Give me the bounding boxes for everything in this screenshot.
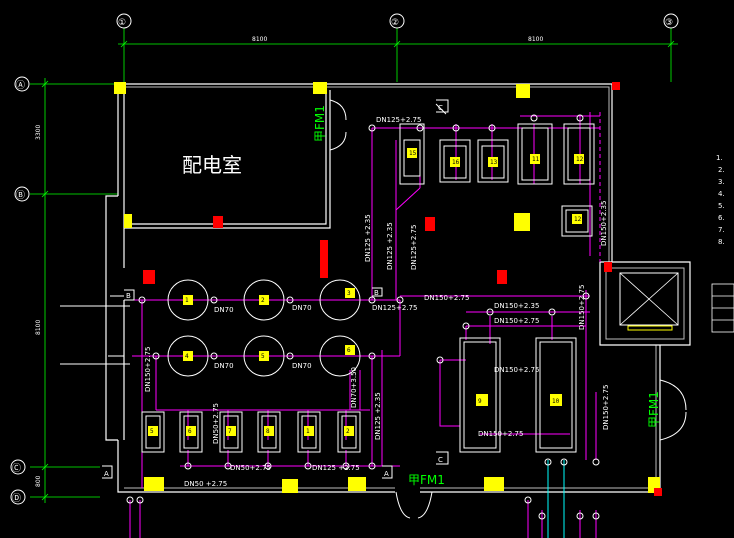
svg-text:DN125 +2.35: DN125 +2.35	[386, 222, 394, 270]
svg-text:A: A	[104, 470, 109, 478]
section-mark-labels: C B B A A C	[104, 104, 443, 478]
tanks: 1 2 3 4 5 6	[167, 279, 361, 377]
svg-text:DN150+2.35: DN150+2.35	[494, 302, 539, 310]
building-walls	[105, 83, 691, 493]
axis-bubble-2	[389, 13, 405, 29]
axis-label-b: Ⓑ	[16, 190, 25, 201]
svg-text:4.: 4.	[718, 190, 725, 198]
pump-tag-3: 7	[228, 428, 232, 435]
eq-tag-small: 12	[574, 216, 582, 223]
svg-text:DN150+2.35: DN150+2.35	[600, 201, 608, 246]
svg-text:1.: 1.	[716, 154, 723, 162]
eq-tag-9: 9	[478, 398, 482, 405]
svg-text:DN50 +2.75: DN50 +2.75	[184, 480, 227, 488]
pump-tag-6: 2	[346, 428, 350, 435]
svg-text:DN150+2.75: DN150+2.75	[478, 430, 523, 438]
axis-label-c: Ⓒ	[12, 463, 21, 474]
svg-text:DN70+3.50: DN70+3.50	[350, 367, 358, 408]
pump-tag-4: 8	[266, 428, 270, 435]
eq-tag-10: 10	[552, 398, 560, 405]
dim-left-2: 8100	[35, 320, 42, 335]
tank-tag-5: 5	[261, 353, 265, 360]
svg-text:6.: 6.	[718, 214, 725, 222]
svg-text:DN150+2.75: DN150+2.75	[424, 294, 469, 302]
door-label-right: 甲FM1	[647, 391, 661, 428]
equipment-units: 15 16 13 11 12 12 9 10 5 6 7	[141, 123, 595, 453]
svg-text:B: B	[374, 289, 379, 297]
top-axis-grid: ① ② ③ 8100 8100	[116, 13, 679, 82]
axis-label-1: ①	[118, 18, 126, 28]
svg-text:7.: 7.	[718, 226, 725, 234]
tank-tag-4: 4	[185, 353, 189, 360]
tank-tag-3: 3	[347, 290, 351, 297]
eq-tag-12: 12	[576, 156, 584, 163]
axis-bubble-c	[10, 459, 26, 475]
dim-top-2: 8100	[528, 36, 543, 43]
pipe-annotations: DN125+2.75 DN70 DN70 DN70 DN70 DN150+2.7…	[144, 116, 610, 488]
left-axis-grid: Ⓐ Ⓑ Ⓒ Ⓓ 3300 8100 800	[10, 76, 122, 505]
dim-top-1: 8100	[252, 36, 267, 43]
svg-text:DN125+2.75: DN125+2.75	[372, 304, 417, 312]
elevator-shaft	[619, 272, 679, 326]
svg-text:3.: 3.	[718, 178, 725, 186]
svg-text:C: C	[438, 104, 443, 112]
legend: 1. 2. 3. 4. 5. 6. 7. 8.	[711, 154, 734, 333]
dim-left-3: 800	[35, 475, 42, 487]
pump-tag-5: 1	[306, 428, 310, 435]
eq-tag-13: 13	[490, 159, 498, 166]
axis-bubble-b	[14, 186, 30, 202]
section-marks	[102, 99, 449, 479]
svg-text:DN125 +2.35: DN125 +2.35	[374, 392, 382, 440]
svg-text:DN70: DN70	[292, 304, 312, 312]
svg-text:DN150+2.75: DN150+2.75	[494, 317, 539, 325]
axis-bubble-3	[663, 13, 679, 29]
svg-text:A: A	[384, 470, 389, 478]
label-dn125-top: DN125+2.75	[376, 116, 421, 124]
svg-text:DN125 +2.75: DN125 +2.75	[312, 464, 360, 472]
door-label-top: 甲FM1	[313, 105, 327, 142]
svg-text:DN125 +2.35: DN125 +2.35	[364, 214, 372, 262]
axis-label-2: ②	[391, 18, 399, 28]
tank-tag-6: 6	[347, 347, 351, 354]
svg-text:DN70: DN70	[214, 306, 234, 314]
axis-bubble-d	[10, 489, 26, 505]
tank-tag-1: 1	[185, 297, 189, 304]
svg-text:DN150+2.75: DN150+2.75	[494, 366, 539, 374]
dim-left-1: 3300	[35, 125, 42, 140]
axis-bubble-1	[116, 13, 132, 29]
room-label: 配电室	[182, 153, 242, 177]
axis-label-a: Ⓐ	[16, 80, 25, 91]
eq-tag-15: 15	[409, 150, 417, 157]
svg-text:DN125+2.75: DN125+2.75	[410, 225, 418, 270]
eq-tag-16: 16	[452, 159, 460, 166]
svg-text:8.: 8.	[718, 238, 725, 246]
structural-columns	[114, 82, 662, 496]
door-label-bottom: 甲FM1	[408, 473, 445, 487]
svg-text:C: C	[438, 456, 443, 464]
svg-text:DN70: DN70	[214, 362, 234, 370]
pump-tag-2: 6	[188, 428, 192, 435]
svg-text:2.: 2.	[718, 166, 725, 174]
axis-label-d: Ⓓ	[12, 493, 21, 504]
svg-text:DN50+2.75: DN50+2.75	[212, 403, 220, 444]
svg-text:DN150+2.75: DN150+2.75	[602, 385, 610, 430]
svg-text:5.: 5.	[718, 202, 725, 210]
svg-text:DN150+2.75: DN150+2.75	[144, 347, 152, 392]
tank-tag-2: 2	[261, 297, 265, 304]
doors: 甲FM1 甲FM1 甲FM1	[313, 99, 687, 519]
eq-tag-11: 11	[532, 156, 540, 163]
svg-text:DN50+2.75: DN50+2.75	[230, 464, 271, 472]
pump-tag-1: 5	[150, 428, 154, 435]
pipe-nodes	[126, 114, 600, 520]
axis-bubble-a	[14, 76, 30, 92]
svg-text:DN70: DN70	[292, 362, 312, 370]
axis-label-3: ③	[665, 18, 673, 28]
svg-text:DN150+2.75: DN150+2.75	[578, 285, 586, 330]
svg-text:B: B	[126, 292, 131, 300]
